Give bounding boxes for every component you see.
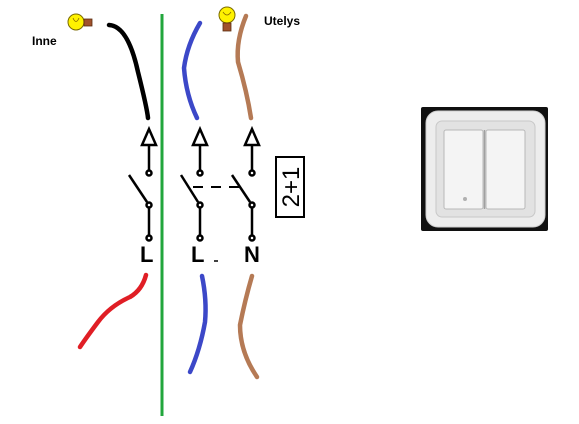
terminal-arrow-left xyxy=(140,125,158,171)
light-bulb-icon xyxy=(67,13,93,31)
terminal-arrow-middle xyxy=(191,125,209,171)
switch-contact-middle xyxy=(179,169,204,242)
blue-wire-lower xyxy=(187,273,208,375)
black-wire xyxy=(106,22,151,121)
brown-wire-upper xyxy=(235,13,254,121)
red-wire xyxy=(77,272,149,350)
terminal-arrow-right xyxy=(243,125,261,171)
lamp-label-utelys: Utelys xyxy=(264,14,300,28)
switch-code-box: 2+1 xyxy=(275,156,305,218)
blue-wire-upper xyxy=(181,20,203,121)
switch-code-text: 2+1 xyxy=(278,167,305,208)
switch-contact-right xyxy=(230,169,256,242)
switch-contact-left xyxy=(127,169,153,242)
indicator-dot xyxy=(463,197,467,201)
terminal-label-right: N xyxy=(244,242,260,267)
terminal-label-middle: L xyxy=(191,242,204,267)
terminal-label-left: L xyxy=(140,242,153,267)
light-bulb-icon xyxy=(218,6,236,32)
double-rocker-switch-photo xyxy=(421,107,548,231)
brown-wire-lower xyxy=(237,273,260,380)
lamp-label-inne: Inne xyxy=(32,34,57,48)
